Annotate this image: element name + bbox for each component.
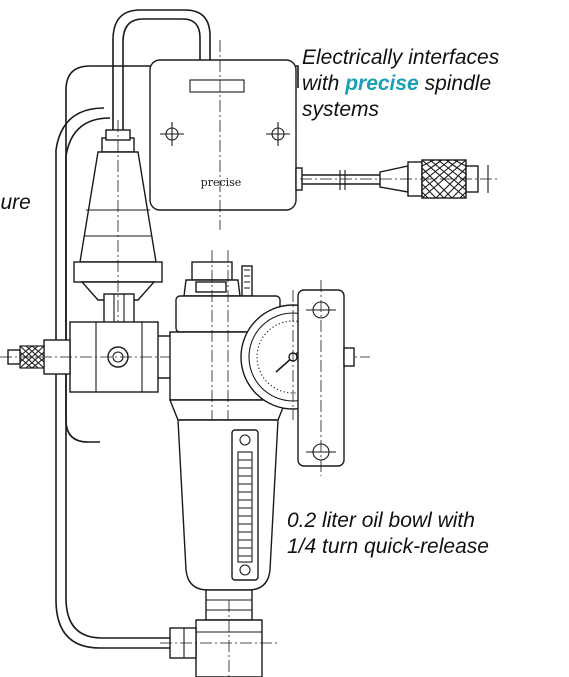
callout-oil-bowl: 0.2 liter oil bowl with 1/4 turn quick-r… [287,508,489,560]
callout-electrical-line2-after: spindle [418,72,492,95]
callout-electrical-interface: Electrically interfaces with precise spi… [302,45,499,123]
callout-electrical-line2-before: with [302,72,346,95]
oil-bowl [177,419,279,621]
elbow-fitting [160,600,280,677]
return-tube [55,107,178,649]
air-tube-loop [112,9,211,150]
callout-bowl-line1: 0.2 liter oil bowl with [287,509,475,532]
callout-electrical-line1: Electrically interfaces [302,46,500,69]
module-label: precise [201,176,242,189]
cable-connector [295,159,500,199]
callout-electrical-line2: with precise spindle [302,71,499,97]
callout-bowl-line2: 1/4 turn quick-release [287,535,489,558]
electrical-module: precise [149,40,297,230]
mounting-bracket [297,280,355,476]
callout-electrical-line3: systems [302,98,380,121]
precise-brand-text: precise [345,72,419,95]
oil-reservoir-cone [73,120,163,340]
